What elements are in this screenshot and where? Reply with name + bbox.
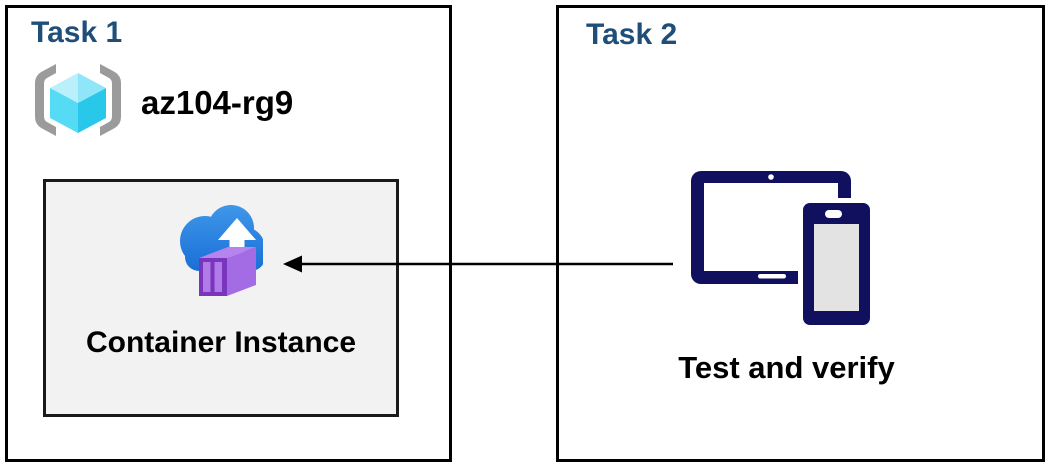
cube-top-left-face [50,73,78,103]
bracket-right [100,64,121,136]
container-right-face [227,247,256,296]
container-slat [214,262,222,292]
tablet-camera-dot [768,174,774,180]
cube-left-face [50,88,78,133]
resource-group-name: az104-rg9 [141,83,294,121]
task1-box: Task 1 az104-rg9 [5,5,452,462]
container-top-face [199,247,256,258]
resource-group-icon [33,64,123,141]
container-instance-box: Container Instance [43,179,399,417]
tablet-and-phone-icon [688,166,878,339]
bracket-left [35,64,56,136]
phone-speaker-slot [825,210,842,218]
phone-icon [798,198,875,330]
task1-title: Task 1 [31,16,123,49]
cube-right-face [78,88,106,133]
cube-top-right-face [78,73,106,103]
resource-group-row: az104-rg9 [33,64,293,141]
container-slat [203,262,211,292]
phone-screen [814,224,859,311]
tablet-home-slot [758,274,786,279]
container-instance-icon [179,201,265,306]
container-instance-label: Container Instance [85,326,357,359]
task2-box: Task 2 Test and verify [556,5,1045,462]
task2-title: Task 2 [586,18,678,51]
test-and-verify-label: Test and verify [678,350,895,385]
container-cube [199,247,256,296]
